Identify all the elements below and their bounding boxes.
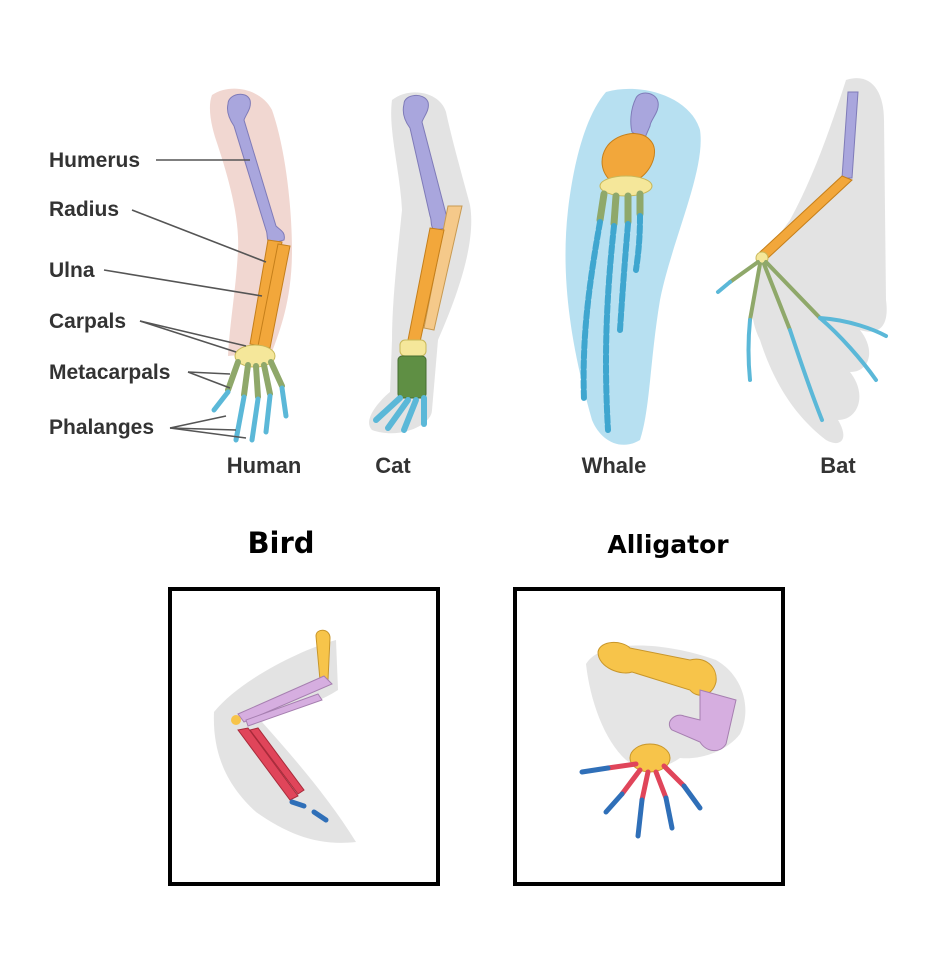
alligator-radius-ulna [668, 689, 737, 751]
panel-title-alligator: Alligator [607, 530, 729, 559]
label-phalanges: Phalanges [49, 416, 154, 439]
leader-lines [103, 159, 267, 439]
bat-humerus [841, 91, 859, 179]
whale-humerus [630, 92, 659, 141]
label-radius: Radius [49, 198, 119, 221]
caption-bat: Bat [820, 453, 856, 478]
human-arm [209, 88, 292, 443]
bat-phalanges [716, 280, 888, 422]
bat-wing [716, 78, 888, 444]
cat-metacarpals [397, 355, 427, 399]
bat-metacarpals [728, 260, 822, 332]
human-phalanges [211, 385, 289, 443]
whale-flipper [565, 88, 701, 445]
human-ulna [257, 243, 291, 349]
alligator-metacarpals [605, 761, 687, 803]
human-humerus [227, 93, 285, 245]
cat-leg [369, 92, 472, 434]
whale-flipper-skin [565, 88, 701, 445]
whale-metacarpals [596, 190, 644, 228]
whale-carpals [599, 175, 653, 197]
bird-wing-feathers [213, 640, 356, 843]
bird-lower-bones [237, 727, 299, 801]
animal-captions: Human Cat Whale Bat [227, 453, 857, 478]
label-humerus: Humerus [49, 149, 140, 172]
cat-phalanges [373, 395, 427, 433]
bird-wrist [231, 715, 241, 725]
alligator-leg [579, 642, 746, 839]
human-arm-skin [209, 88, 292, 357]
whale-radius-ulna [601, 133, 655, 183]
bat-wing-membrane [751, 78, 887, 444]
bird-humerus [315, 629, 331, 681]
bird-lower-bones-2 [249, 727, 305, 795]
alligator-humerus [597, 642, 717, 696]
bird-panel-frame [168, 587, 440, 886]
label-ulna: Ulna [49, 259, 95, 282]
panel-title-bird: Bird [247, 526, 314, 560]
cat-carpals [399, 339, 427, 357]
bird-wing [213, 629, 356, 843]
label-carpals: Carpals [49, 310, 126, 333]
bone-labels: Humerus Radius Ulna Carpals Metacarpals … [49, 149, 170, 439]
human-metacarpals [225, 359, 285, 400]
cat-leg-fur [369, 92, 472, 434]
label-metacarpals: Metacarpals [49, 361, 170, 384]
caption-whale: Whale [582, 453, 647, 478]
bird-upper-bones [237, 675, 333, 723]
bird-upper-bones-2 [245, 693, 323, 727]
alligator-phalanges [579, 765, 703, 839]
caption-human: Human [227, 453, 302, 478]
whale-phalanges [580, 213, 643, 433]
caption-cat: Cat [375, 453, 411, 478]
bird-hand-bones [289, 799, 329, 823]
